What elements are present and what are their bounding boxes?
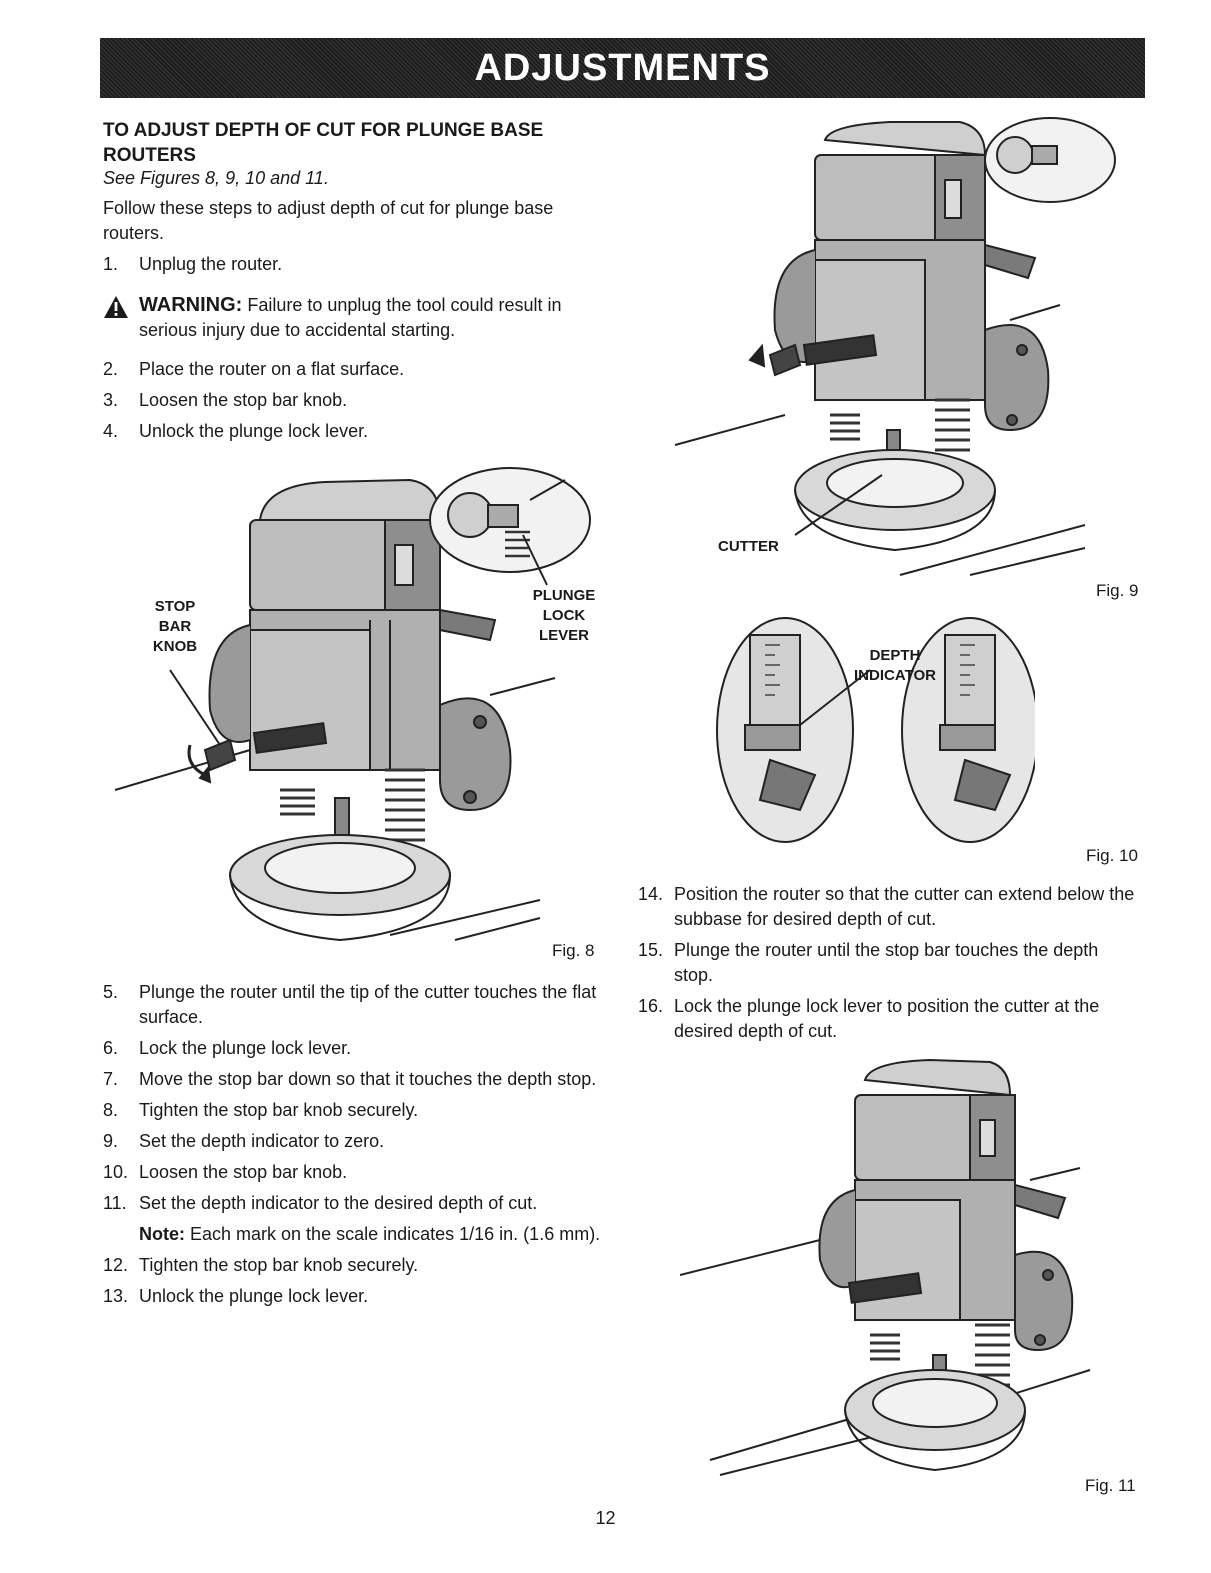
step-number: 1. [103, 254, 119, 274]
step-item: 1. Unplug the router. [103, 252, 608, 277]
section-heading: TO ADJUST DEPTH OF CUT FOR PLUNGE BASE R… [103, 118, 608, 168]
callout-line: KNOB [152, 638, 198, 655]
step-item: 4. Unlock the plunge lock lever. [103, 419, 608, 444]
step-text: Plunge the router until the tip of the c… [139, 982, 597, 1027]
note-text: Note: Each mark on the scale indicates 1… [139, 1222, 608, 1247]
step-item: 13. Unlock the plunge lock lever. [103, 1284, 608, 1309]
step-number: 9. [103, 1131, 119, 1151]
step-text: Loosen the stop bar knob. [139, 390, 348, 410]
note-keyword: Note: [139, 1224, 185, 1244]
callout-plunge-lock-lever: PLUNGE LOCK LEVER [528, 586, 600, 646]
step-text: Tighten the stop bar knob securely. [139, 1100, 419, 1120]
step-number: 6. [103, 1038, 119, 1058]
step-item: 15. Plunge the router until the stop bar… [638, 938, 1138, 988]
header-banner: ADJUSTMENTS [100, 38, 1145, 98]
step-number: 14. [638, 884, 664, 904]
step-number: 3. [103, 390, 119, 410]
step-text: Set the depth indicator to the desired d… [139, 1193, 538, 1213]
step-text: Unlock the plunge lock lever. [139, 1286, 369, 1306]
fig-10-label: Fig. 10 [1086, 846, 1138, 865]
figure-11 [679, 1050, 1100, 1490]
step-item: 8. Tighten the stop bar knob securely. [103, 1098, 608, 1123]
step-text: Set the depth indicator to zero. [139, 1131, 385, 1151]
router-illustration [114, 467, 591, 942]
step-item: 9. Set the depth indicator to zero. [103, 1129, 608, 1154]
section-heading-line1: TO ADJUST DEPTH OF CUT FOR PLUNGE BASE [103, 120, 544, 141]
step-number: 13. [103, 1286, 129, 1306]
step-number: 10. [103, 1162, 129, 1182]
left-column-continued: 5. Plunge the router until the tip of th… [103, 980, 608, 1315]
see-figures: See Figures 8, 9, 10 and 11. [103, 168, 329, 188]
step-text: Lock the plunge lock lever. [139, 1038, 352, 1058]
step-number: 8. [103, 1100, 119, 1120]
callout-depth-indicator: DEPTH INDICATOR [845, 646, 945, 686]
fig-11-label: Fig. 11 [1085, 1476, 1136, 1495]
step-item: 3. Loosen the stop bar knob. [103, 388, 608, 413]
step-text: Place the router on a flat surface. [139, 359, 405, 379]
router-illustration [674, 117, 1116, 576]
step-item: 7. Move the stop bar down so that it tou… [103, 1067, 608, 1092]
step-text: Unlock the plunge lock lever. [139, 421, 369, 441]
fig-9-label: Fig. 9 [1096, 581, 1139, 600]
step-number: 15. [638, 940, 664, 960]
warning-box: WARNING: Failure to unplug the tool coul… [103, 293, 608, 343]
step-item: 11. Set the depth indicator to the desir… [103, 1191, 608, 1216]
callout-line: PLUNGE [532, 587, 596, 604]
step-text: Position the router so that the cutter c… [674, 884, 1135, 929]
section-heading-line2: ROUTERS [103, 145, 196, 166]
fig-8-label: Fig. 8 [552, 941, 595, 960]
step-item: 10. Loosen the stop bar knob. [103, 1160, 608, 1185]
figure-8: STOP BAR KNOB PLUNGE LOCK LEVER [110, 460, 610, 950]
step-text: Lock the plunge lock lever to position t… [674, 996, 1100, 1041]
router-illustration [679, 1058, 1091, 1476]
intro-text: Follow these steps to adjust depth of cu… [103, 198, 554, 243]
step-item: 12. Tighten the stop bar knob securely. [103, 1253, 608, 1278]
warning-icon [103, 293, 139, 343]
step-text: Unplug the router. [139, 254, 283, 274]
step-text: Plunge the router until the stop bar tou… [674, 940, 1099, 985]
step-number: 7. [103, 1069, 119, 1089]
note-body: Each mark on the scale indicates 1/16 in… [185, 1224, 601, 1244]
step-number: 2. [103, 359, 119, 379]
step-item: 6. Lock the plunge lock lever. [103, 1036, 608, 1061]
figure-9: CUTTER [650, 110, 1150, 580]
step-number: 5. [103, 982, 119, 1002]
step-text: Loosen the stop bar knob. [139, 1162, 348, 1182]
warning-text: Failure to unplug the tool could result … [139, 295, 562, 340]
step-number: 16. [638, 996, 664, 1016]
warning-keyword: WARNING: [139, 294, 243, 316]
callout-line: STOP [154, 598, 196, 615]
step-item: 2. Place the router on a flat surface. [103, 357, 608, 382]
page-number: 12 [595, 1508, 616, 1528]
step-number: 11. [103, 1193, 127, 1213]
step-item: 16. Lock the plunge lock lever to positi… [638, 994, 1138, 1044]
callout-stop-bar-knob: STOP BAR KNOB [145, 597, 205, 657]
page-title: ADJUSTMENTS [474, 46, 771, 89]
callout-cutter: CUTTER [718, 538, 779, 555]
step-number: 12. [103, 1255, 129, 1275]
figure-10: DEPTH INDICATOR [705, 610, 1039, 850]
left-column: TO ADJUST DEPTH OF CUT FOR PLUNGE BASE R… [103, 118, 608, 450]
depth-indicator-illustration [716, 617, 1039, 843]
callout-line: BAR [158, 618, 192, 635]
step-text: Move the stop bar down so that it touche… [139, 1069, 597, 1089]
step-item: 14. Position the router so that the cutt… [638, 882, 1138, 932]
step-number: 4. [103, 421, 119, 441]
callout-line: INDICATOR [854, 667, 936, 684]
callout-line: LEVER [538, 627, 589, 644]
callout-line: LOCK [542, 607, 586, 624]
step-item: 5. Plunge the router until the tip of th… [103, 980, 608, 1030]
step-text: Tighten the stop bar knob securely. [139, 1255, 419, 1275]
right-column-steps: 14. Position the router so that the cutt… [638, 882, 1138, 1050]
callout-line: DEPTH [869, 647, 921, 664]
